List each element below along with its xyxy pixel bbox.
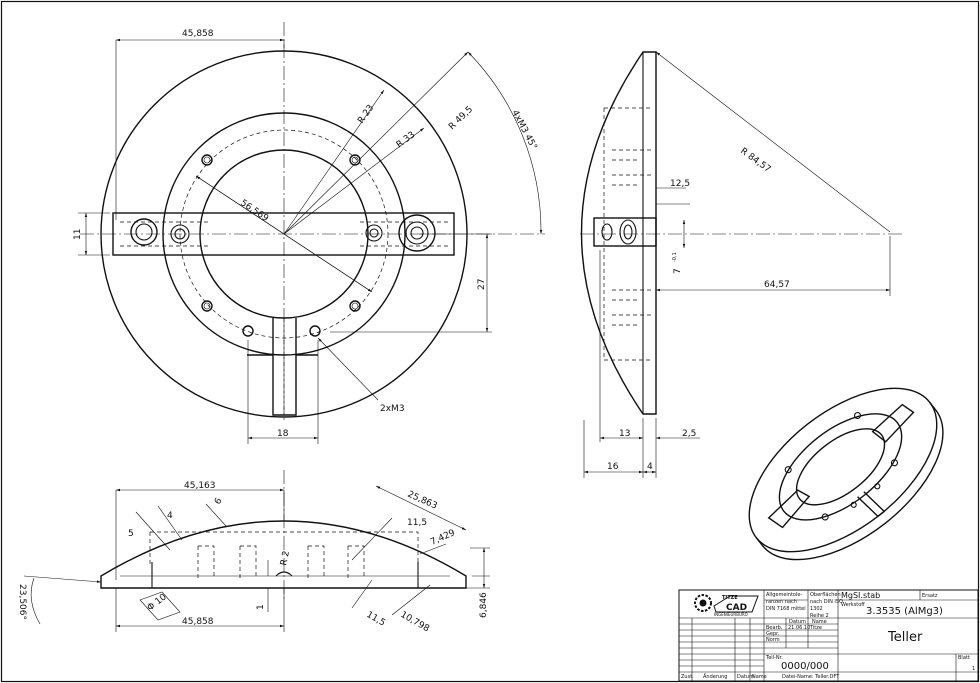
- material-label: Werkstoff: [841, 602, 865, 608]
- m3-threaded-holes: [201, 154, 361, 337]
- svg-text:Blatt: Blatt: [958, 655, 970, 661]
- material-main: MgSI.stab: [841, 591, 880, 600]
- svg-text:Datum: Datum: [789, 619, 806, 625]
- dim-r23: R 23: [356, 103, 376, 126]
- svg-text:Datum: Datum: [737, 674, 754, 680]
- dim-45858-top: 45,858: [182, 29, 214, 39]
- dim-125: 12,5: [670, 179, 690, 189]
- surface-finish-text: Oberflächen: [810, 592, 841, 598]
- dim-r495: R 49,5: [447, 105, 475, 132]
- dim-27: 27: [477, 279, 487, 290]
- general-tolerance-text: Allgemeintole-: [766, 592, 802, 598]
- dim-4b: 4: [167, 511, 173, 521]
- svg-text:Gepr.: Gepr.: [766, 631, 780, 637]
- dim-56569: 56,569: [238, 198, 270, 224]
- dim-45163: 45,163: [184, 481, 216, 491]
- dim-10798: 10,798: [399, 610, 432, 635]
- dim-1: 1: [256, 604, 266, 610]
- svg-text:TITZE: TITZE: [722, 595, 738, 601]
- bar-right-hole: [365, 214, 436, 252]
- svg-text:7: 7: [673, 268, 683, 274]
- dim-2xm3: 2xM3: [380, 404, 405, 414]
- svg-text:1302: 1302: [810, 606, 823, 612]
- svg-text:-0,1: -0,1: [672, 252, 678, 262]
- svg-text:21.06.10: 21.06.10: [788, 625, 810, 631]
- title-block: TITZE CAD INGENIEURBÜRO Allgemeintole- r…: [678, 589, 979, 682]
- dim-115a: 11,5: [407, 518, 427, 528]
- front-view: 45,858 R 23 R 33 R 49,5 4xM3 45° 56,569 …: [73, 22, 545, 444]
- svg-text:Zust.: Zust.: [681, 674, 694, 680]
- section-view: 45,163 25,863 5 4 6 11,5 7,429 R 2 Φ 10 …: [17, 470, 490, 634]
- iso-inner-ring: [778, 413, 903, 521]
- dim-4: 4: [647, 462, 653, 472]
- dim-115b: 11,5: [365, 610, 387, 629]
- svg-text:Bearb.: Bearb.: [766, 625, 783, 631]
- replaced-label: Ersatz: [922, 593, 938, 599]
- sheet-number: 1: [972, 666, 975, 672]
- dim-18: 18: [277, 429, 289, 439]
- section-profile: [100, 520, 467, 589]
- company-logo: TITZE CAD INGENIEURBÜRO: [694, 594, 759, 617]
- bottom-slot: [247, 318, 318, 416]
- svg-text:CAD: CAD: [726, 603, 747, 613]
- dim-r33: R 33: [395, 130, 417, 150]
- svg-text:Reihe 2: Reihe 2: [810, 613, 829, 619]
- dim-11: 11: [73, 229, 83, 240]
- svg-text:Titze: Titze: [809, 625, 822, 631]
- svg-text:Norm: Norm: [766, 637, 780, 643]
- dim-6457: 64,57: [764, 280, 790, 290]
- drawing-number: 0000/000: [781, 661, 829, 672]
- part-name: Teller: [887, 630, 923, 645]
- dim-6846: 6,846: [479, 592, 489, 618]
- svg-text:DIN 7168 mittel: DIN 7168 mittel: [766, 606, 806, 612]
- dim-4xm3: 4xM3 45°: [509, 109, 538, 152]
- dim-6: 6: [213, 496, 225, 506]
- svg-text:Name: Name: [752, 674, 767, 680]
- svg-text:Änderung: Änderung: [703, 673, 727, 680]
- dim-25: 2,5: [682, 429, 696, 439]
- dim-7429: 7,429: [429, 528, 457, 548]
- iso-bore: [795, 428, 886, 506]
- dim-5: 5: [128, 529, 134, 539]
- side-bar: [593, 217, 657, 247]
- dim-r8457: R 84,57: [738, 146, 772, 175]
- file-name: Datei-Name: Teller.DFT: [782, 674, 840, 680]
- dim-13: 13: [619, 429, 630, 439]
- svg-text:nach DIN ISO: nach DIN ISO: [810, 599, 843, 605]
- dim-45858-bottom: 45,858: [182, 617, 214, 627]
- dim-phi10: Φ 10: [146, 592, 169, 613]
- side-view: R 84,57 12,5 7 -0,1 64,57 13 2,5 16 4: [580, 51, 905, 478]
- svg-text:INGENIEURBÜRO: INGENIEURBÜRO: [714, 612, 748, 617]
- dim-23506: 23,506°: [17, 584, 27, 620]
- isometric-view: [748, 387, 944, 561]
- svg-text:Teil-Nr.: Teil-Nr.: [765, 655, 783, 661]
- dim-16: 16: [607, 462, 619, 472]
- svg-text:ranzen nach: ranzen nach: [766, 599, 797, 605]
- side-profile: [580, 51, 657, 415]
- dim-r2: R 2: [279, 550, 292, 567]
- dim-7-tolerance: 7 -0,1: [672, 252, 683, 274]
- material-number: 3.3535 (AlMg3): [866, 606, 943, 617]
- svg-text:Name: Name: [812, 619, 827, 625]
